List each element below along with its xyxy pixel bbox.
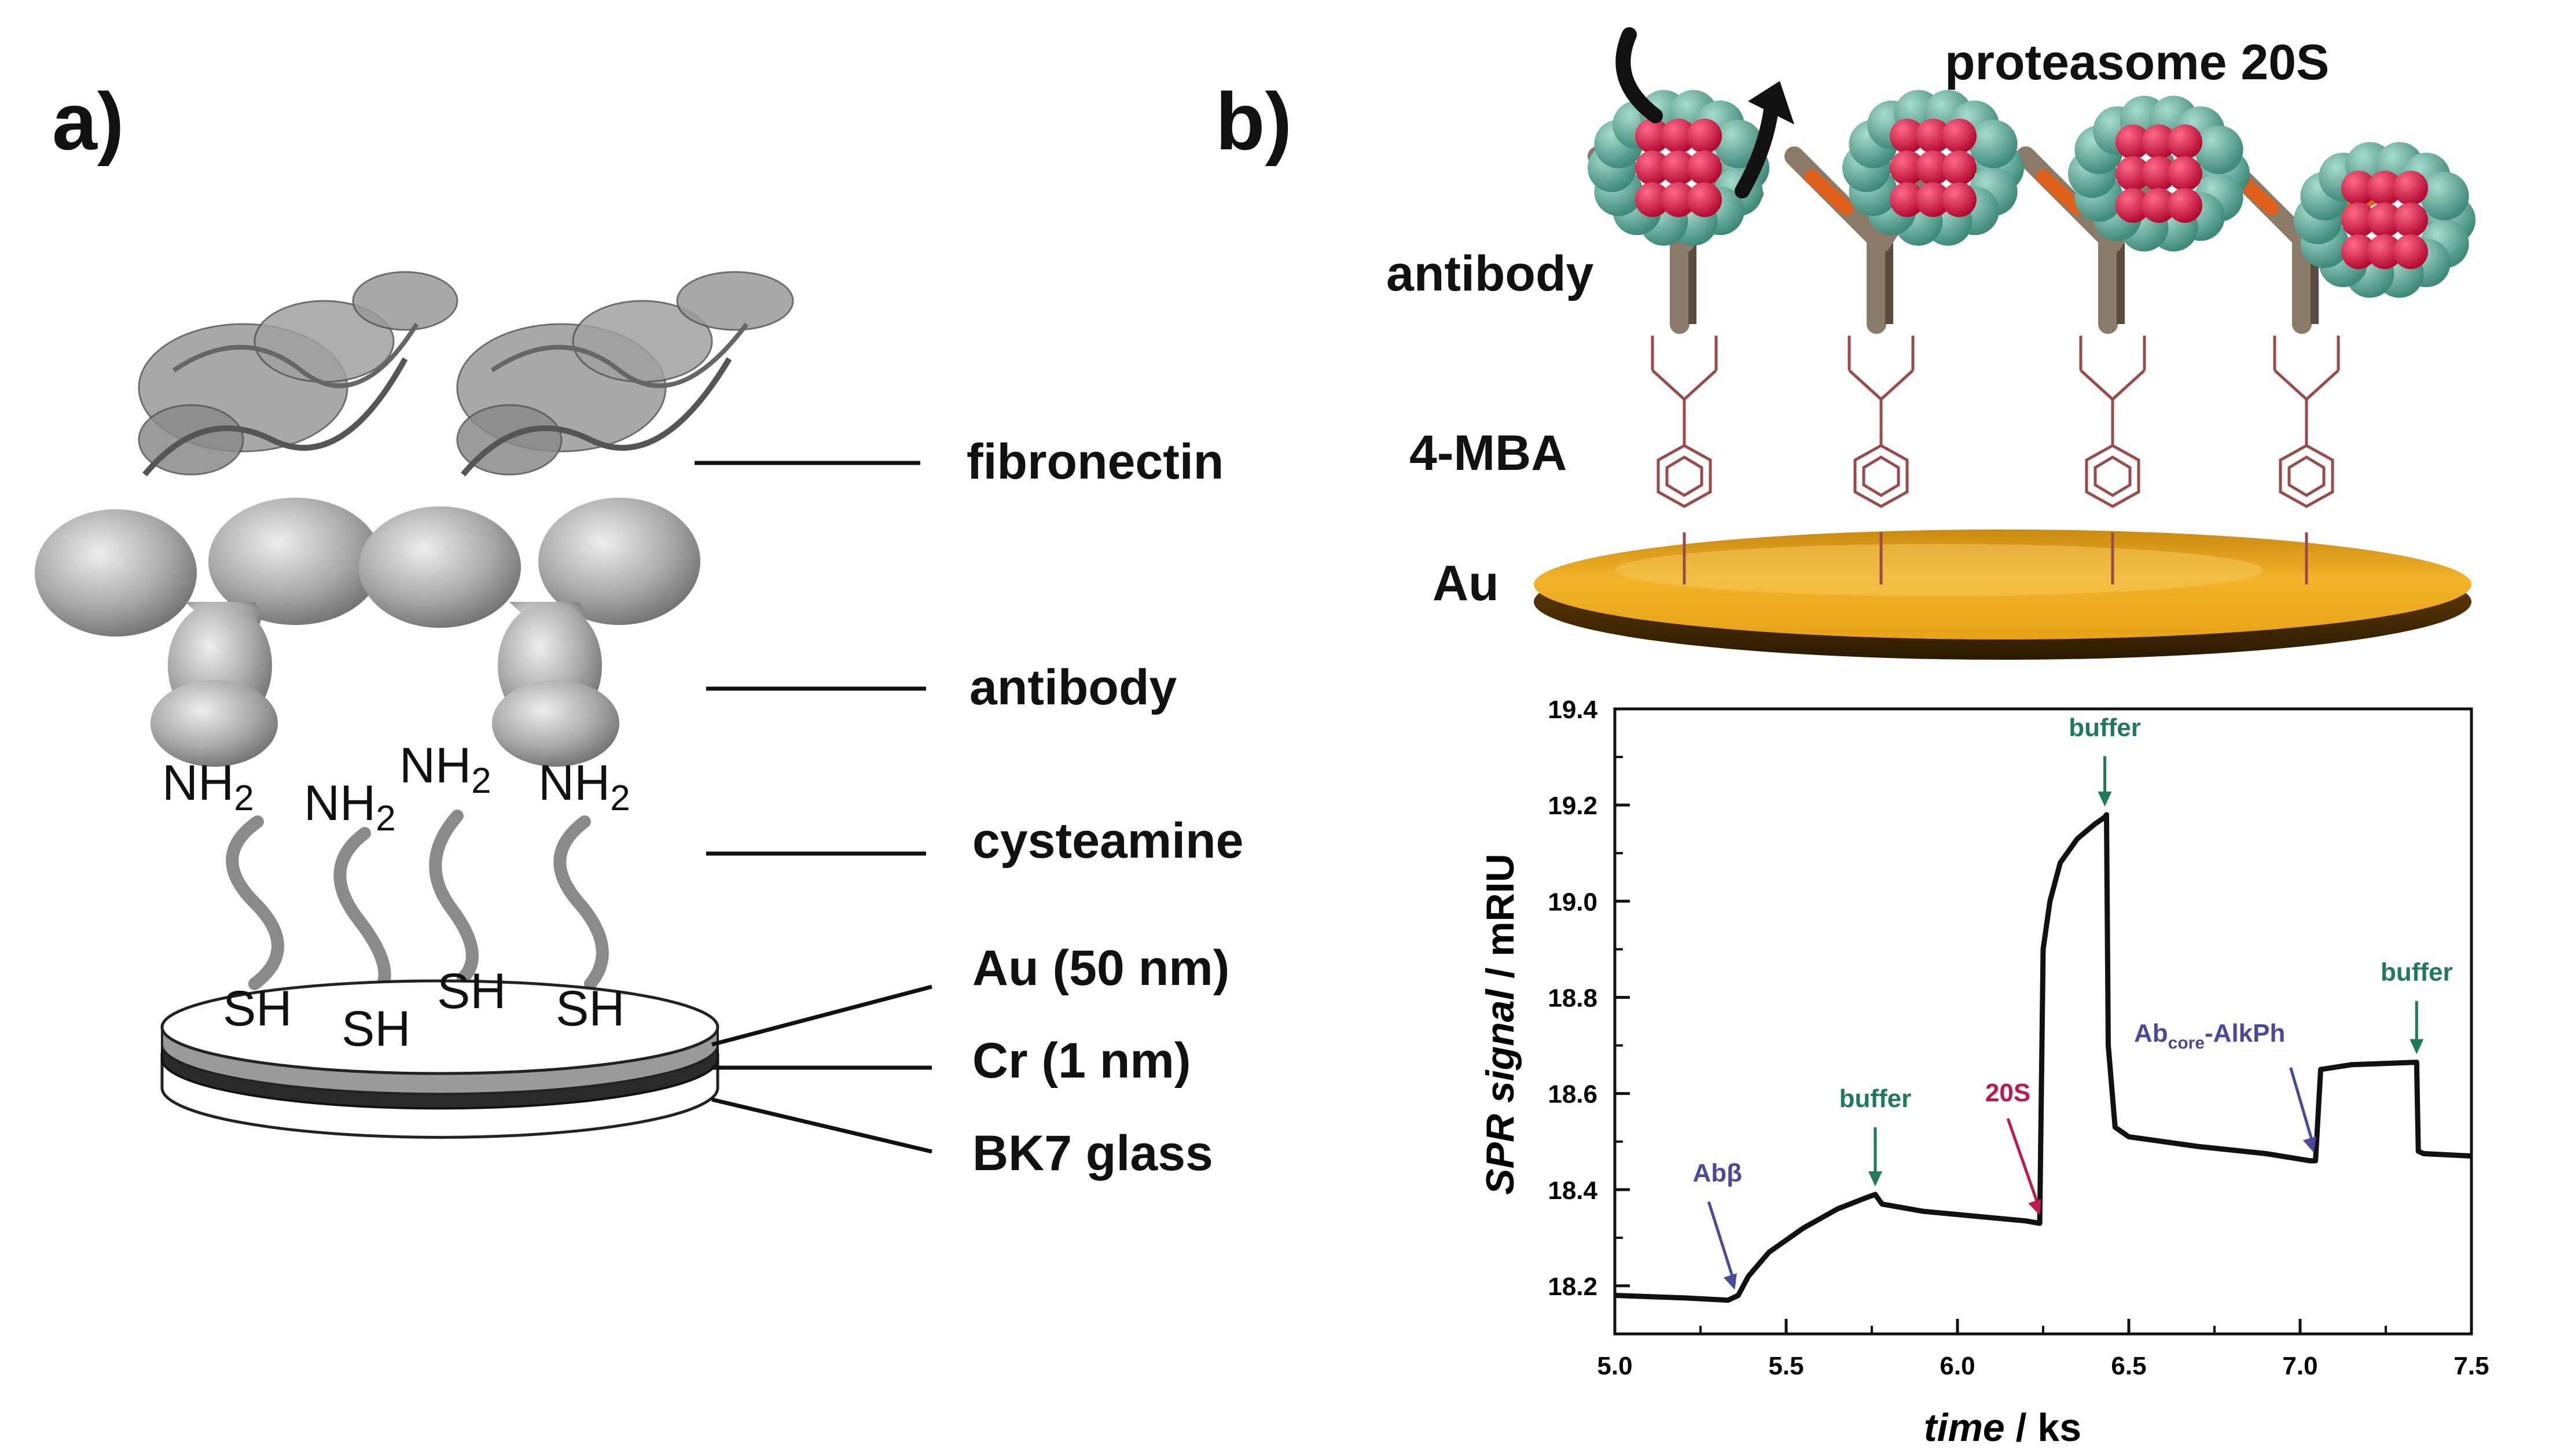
chart-annotation: buffer <box>2381 958 2453 1054</box>
label-cysteamine: cysteamine <box>972 813 1244 869</box>
y-label-unit: / mRIU <box>1478 854 1522 989</box>
thiol-group: SH <box>437 964 506 1019</box>
annotation-arrow <box>2289 1067 2316 1148</box>
amine-group: NH2 <box>162 758 254 817</box>
antibody-structure-left <box>35 498 382 767</box>
proteasome-20s <box>1588 90 1769 246</box>
label-antibody-a: antibody <box>969 660 1177 715</box>
leader-lines-a <box>695 461 932 1154</box>
gold-surface <box>1534 530 2471 660</box>
annotation-arrowhead <box>2098 791 2112 807</box>
proteasome-20s <box>1842 90 2024 246</box>
amine-subscript: 2 <box>610 778 630 819</box>
chart-annotation: Abcore-AlkPh <box>2134 1019 2316 1153</box>
thiol-group: SH <box>223 981 292 1036</box>
amine-subscript: 2 <box>234 778 254 819</box>
label-proteasome-20s: proteasome 20S <box>1945 35 2330 90</box>
amine-text: NH <box>162 755 234 811</box>
mba-linker <box>1651 336 1718 584</box>
y-tick-label: 18.4 <box>1548 1176 1597 1205</box>
y-tick-label: 19.2 <box>1548 792 1597 820</box>
annotation-label: buffer <box>2381 958 2453 987</box>
fibronectin-structure-left <box>138 271 458 477</box>
label-4-mba: 4-MBA <box>1409 425 1567 481</box>
amine-text: NH <box>399 738 472 793</box>
spr-chart: 5.0 5.5 6.0 6.5 7.0 7.5 18.2 18.4 18.6 18.8 19.0 19… <box>1478 696 2489 1450</box>
annotation-arrowhead <box>1868 1171 1882 1187</box>
x-tick-label: 7.5 <box>2453 1352 2489 1380</box>
annotation-arrow <box>1707 1201 1736 1285</box>
label-au-surface: Au <box>1433 556 1499 611</box>
annotation-label: Abcore-AlkPh <box>2134 1019 2285 1053</box>
panel-b <box>1534 27 2475 660</box>
spr-signal-line <box>1614 812 2472 1303</box>
chart-annotation: buffer <box>1839 1084 1912 1187</box>
label-au-50nm: Au (50 nm) <box>972 940 1230 996</box>
x-tick-label: 5.0 <box>1597 1352 1632 1380</box>
x-label-main: time <box>1924 1406 2005 1450</box>
x-tick-label: 5.5 <box>1768 1352 1804 1380</box>
annotation-arrowhead <box>2028 1198 2041 1215</box>
panel-a <box>35 271 932 1154</box>
label-antibody-b: antibody <box>1386 246 1594 302</box>
label-cr-1nm: Cr (1 nm) <box>972 1033 1191 1089</box>
y-tick-label: 19.0 <box>1548 888 1597 916</box>
amine-text: NH <box>538 755 611 811</box>
mba-linker <box>1848 336 1915 584</box>
annotation-arrowhead <box>2410 1039 2424 1054</box>
amine-group: NH2 <box>538 758 630 817</box>
chart-ticks: 5.0 5.5 6.0 6.5 7.0 7.5 18.2 18.4 18.6 18.8 19.0 19… <box>1548 696 2489 1380</box>
annotation-arrowhead <box>2302 1136 2316 1153</box>
cysteamine-chains <box>226 810 609 1002</box>
annotation-label: 20S <box>1985 1079 2030 1107</box>
panel-letter-b: b) <box>1215 76 1292 167</box>
annotation-label: buffer <box>1839 1084 1912 1113</box>
proteasome-complexes <box>1588 90 2475 298</box>
y-axis-label: SPR signal / mRIU <box>1478 854 1522 1194</box>
proteasome-20s <box>2294 142 2475 298</box>
amine-group: NH2 <box>399 741 491 799</box>
label-fibronectin: fibronectin <box>967 434 1224 490</box>
rotation-arrow-icon <box>1615 27 1794 198</box>
mba-linker <box>2273 336 2340 584</box>
y-tick-label: 18.8 <box>1548 984 1597 1012</box>
chart-annotation: buffer <box>2069 714 2141 807</box>
label-bk7-glass: BK7 glass <box>972 1126 1213 1181</box>
annotation-arrowhead <box>1723 1273 1737 1290</box>
antibody-structure-right <box>359 498 700 767</box>
y-tick-label: 18.2 <box>1548 1273 1597 1301</box>
x-tick-label: 6.0 <box>1940 1352 1975 1380</box>
fibronectin-structure-right <box>456 271 794 477</box>
x-label-unit: / ks <box>2005 1406 2081 1450</box>
proteasome-20s <box>2068 95 2250 252</box>
x-tick-label: 6.5 <box>2111 1352 2146 1380</box>
chart-annotation: 20S <box>1985 1079 2041 1215</box>
annotation-label: Abβ <box>1692 1159 1742 1187</box>
annotation-arrow <box>2006 1118 2041 1210</box>
y-label-main: SPR signal <box>1478 988 1522 1194</box>
mba-linkers <box>1651 336 2340 584</box>
panel-letter-a: a) <box>52 76 124 167</box>
thiol-group: SH <box>556 981 625 1036</box>
amine-subscript: 2 <box>471 761 491 801</box>
mba-linker <box>2079 336 2146 584</box>
annotation-label: buffer <box>2069 714 2141 742</box>
y-tick-label: 19.4 <box>1548 696 1597 724</box>
thiol-group: SH <box>341 1001 411 1057</box>
amine-group: NH2 <box>304 778 396 837</box>
y-tick-label: 18.6 <box>1548 1080 1597 1109</box>
amine-text: NH <box>304 775 376 831</box>
x-tick-label: 7.0 <box>2282 1352 2317 1380</box>
x-axis-label: time / ks <box>1924 1406 2081 1450</box>
substrate-disc <box>160 979 719 1139</box>
chart-annotation: Abβ <box>1692 1159 1742 1290</box>
amine-subscript: 2 <box>376 799 396 839</box>
